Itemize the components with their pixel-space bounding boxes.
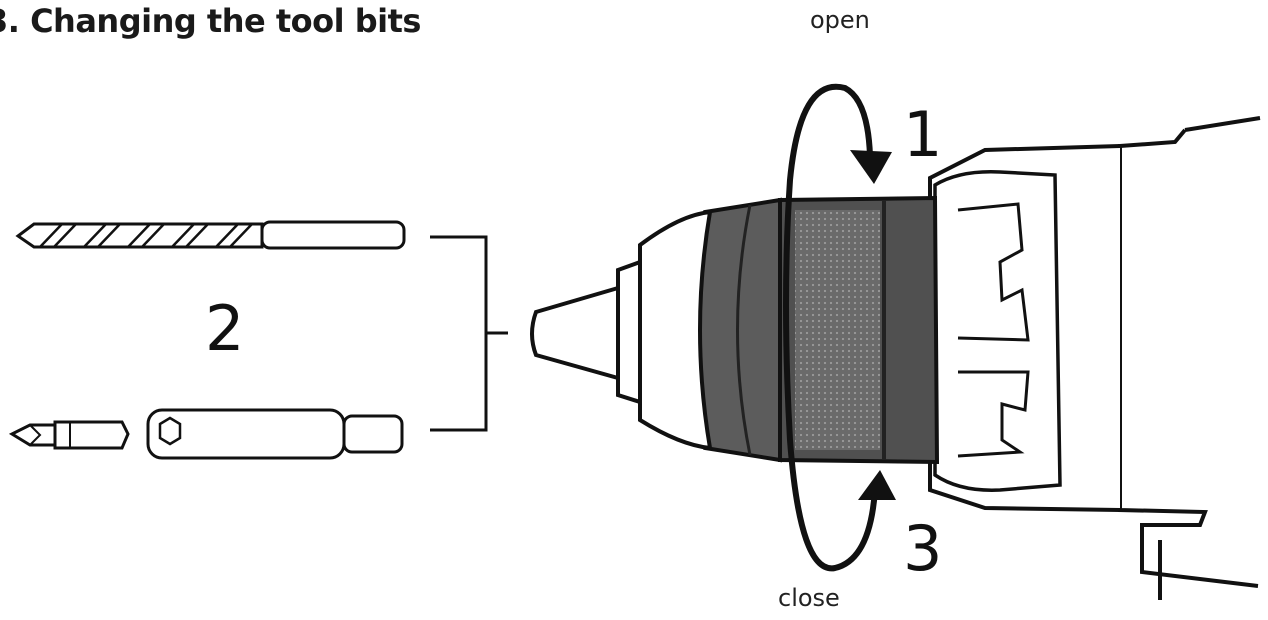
section-heading: 3. Changing the tool bits bbox=[0, 2, 421, 40]
chuck-nose bbox=[530, 209, 713, 451]
close-arrowhead bbox=[858, 470, 896, 500]
bit-holder bbox=[146, 408, 404, 460]
open-arrowhead bbox=[850, 150, 892, 184]
step-1-number: 1 bbox=[903, 98, 943, 171]
twist-drill-bit bbox=[15, 220, 406, 250]
clutch-ring bbox=[933, 170, 1062, 492]
open-label: open bbox=[810, 6, 870, 34]
screwdriver-bit bbox=[8, 420, 130, 450]
step-2-number: 2 bbox=[205, 292, 245, 365]
close-label: close bbox=[778, 584, 840, 612]
bit-bracket bbox=[430, 235, 508, 432]
rotation-arrows bbox=[783, 83, 878, 572]
chuck-sleeve bbox=[690, 195, 940, 465]
step-3-number: 3 bbox=[903, 512, 943, 585]
